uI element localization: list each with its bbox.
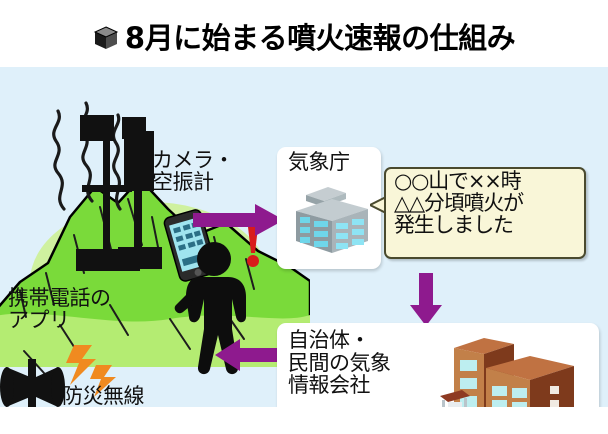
speech-bubble — [384, 167, 586, 259]
arrow-mountain-to-jma — [193, 203, 285, 237]
page-header: 8月に始まる噴火速報の仕組み — [0, 16, 608, 60]
camera-label: カメラ・ 空振計 — [152, 148, 235, 195]
jma-title: 気象庁 — [288, 150, 350, 174]
arrow-jma-to-municipality — [409, 273, 443, 327]
disaster-radio-label: 防災無線 — [62, 384, 145, 407]
eruption-alert-message: ○○山で××時 △△分頃噴火が 発生しました — [394, 169, 524, 237]
diagram-canvas: カメラ・ 空振計 携帯電話の アプリ 防災無線 気象庁 — [0, 67, 608, 407]
page-title: 8月に始まる噴火速報の仕組み — [124, 20, 516, 55]
loudspeaker-icon — [0, 359, 65, 407]
municipal-building-icon — [440, 330, 590, 407]
office-building-icon — [288, 183, 372, 257]
mobile-app-label: 携帯電話の アプリ — [8, 286, 111, 333]
cube-icon — [93, 25, 119, 51]
arrow-municipality-to-person — [214, 338, 286, 372]
camera-tower-secondary-icon — [118, 131, 162, 269]
bottom-strip — [0, 407, 608, 434]
lightning-icon — [66, 345, 116, 397]
municipality-title: 自治体・ 民間の気象 情報会社 — [288, 328, 391, 398]
